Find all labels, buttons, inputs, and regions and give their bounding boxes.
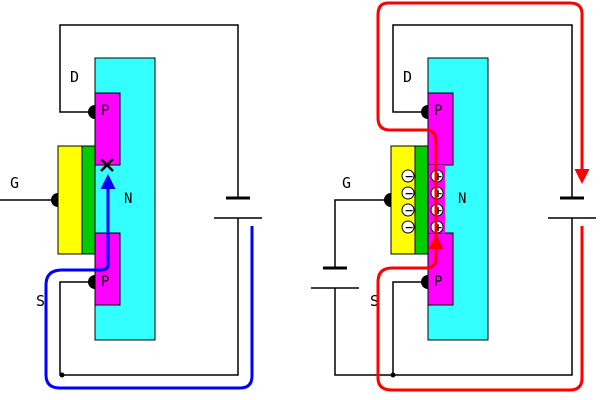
left-junction-dot <box>59 372 65 378</box>
right-source-contact <box>421 275 428 289</box>
hole-4: + <box>434 221 443 234</box>
right-gate-contact <box>384 193 391 207</box>
left-drain-contact <box>88 105 95 119</box>
hole-2: + <box>434 187 443 200</box>
right-source-label: S <box>370 292 379 310</box>
gate-charge-1: − <box>405 170 414 183</box>
right-gate-oxide <box>414 145 429 255</box>
right-junction-dot <box>390 372 396 378</box>
right-gate-label: G <box>342 174 351 192</box>
left-transistor-diagram: P P N D G S <box>0 24 262 390</box>
right-source-p-region <box>427 232 454 306</box>
gate-negative-charges: − − − − <box>401 169 415 234</box>
left-gate-metal <box>57 145 83 255</box>
left-source-label: S <box>36 292 45 310</box>
channel-hole-charges: + + + + <box>430 169 444 234</box>
left-gate-label: G <box>10 174 19 192</box>
left-source-p-label: P <box>101 274 109 290</box>
left-drain-battery <box>214 196 262 219</box>
left-drain-label: D <box>70 68 79 86</box>
hole-1: + <box>434 170 443 183</box>
right-transistor-diagram: − − − − + + + + P P N D G S <box>311 1 596 392</box>
right-drain-battery <box>548 196 596 219</box>
left-source-contact <box>88 275 95 289</box>
blocked-x-icon <box>100 158 114 172</box>
left-drain-p-label: P <box>101 103 109 119</box>
gate-charge-3: − <box>405 204 414 217</box>
left-n-label: N <box>124 191 132 207</box>
right-drain-label: D <box>403 68 412 86</box>
left-gate-oxide <box>81 145 96 255</box>
right-source-p-label: P <box>434 274 442 290</box>
hole-3: + <box>434 204 443 217</box>
right-current-path <box>376 1 584 392</box>
right-n-label: N <box>458 191 466 207</box>
left-drain-wire <box>59 24 239 198</box>
right-gate-battery-return <box>334 288 393 376</box>
left-gate-contact <box>51 193 58 207</box>
right-gate-battery <box>311 266 359 289</box>
left-current-path <box>44 226 254 390</box>
right-drain-contact <box>421 105 428 119</box>
right-gate-wire <box>334 199 390 268</box>
right-drain-wire <box>392 24 573 198</box>
gate-charge-2: − <box>405 187 414 200</box>
gate-charge-4: − <box>405 221 414 234</box>
right-gate-metal <box>390 145 416 255</box>
right-drain-p-label: P <box>434 103 442 119</box>
